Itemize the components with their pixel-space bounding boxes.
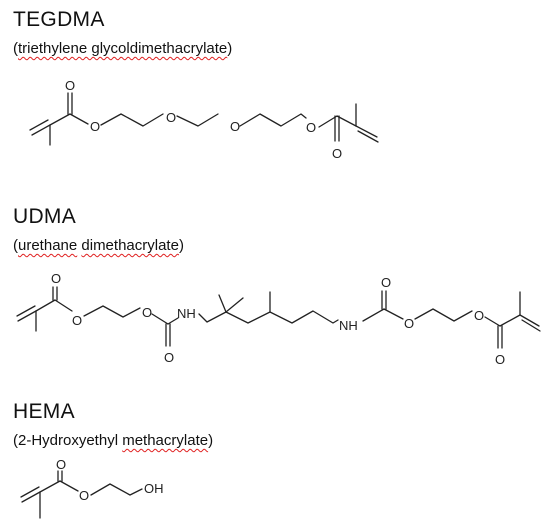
bond xyxy=(59,480,79,492)
bond xyxy=(39,480,61,493)
bond xyxy=(499,314,521,327)
bond xyxy=(362,308,385,322)
atom-amine: NH xyxy=(177,306,196,321)
atom-oxygen: O xyxy=(51,271,61,286)
chain xyxy=(83,305,141,318)
chain xyxy=(100,113,164,127)
bond xyxy=(17,310,37,322)
bond xyxy=(35,299,56,312)
bond xyxy=(21,491,41,503)
atom-oxygen: O xyxy=(164,350,174,365)
bond xyxy=(218,294,227,313)
bond xyxy=(336,115,357,127)
atom-oxygen: O xyxy=(381,275,391,290)
hema-subtitle: (2-Hydroxyethyl methacrylate) xyxy=(13,432,214,449)
bond xyxy=(29,119,49,131)
tegdma-subtitle: (triethylene glycoldimethacrylate) xyxy=(13,40,233,57)
bond xyxy=(355,125,378,138)
tegdma-structure: O O O O O O xyxy=(29,78,379,161)
bond xyxy=(151,313,169,325)
atom-hydroxyl: OH xyxy=(144,481,164,496)
chain xyxy=(198,310,339,324)
chain xyxy=(414,308,473,322)
bond xyxy=(521,319,541,332)
atom-oxygen: O xyxy=(142,305,152,320)
bond xyxy=(31,124,51,136)
udma-structure: O O O O NH NH O O O O xyxy=(16,271,541,367)
bond xyxy=(357,130,379,143)
chain xyxy=(90,483,143,496)
bond xyxy=(383,308,404,320)
bond xyxy=(49,113,71,126)
atom-oxygen: O xyxy=(90,119,100,134)
atom-oxygen: O xyxy=(230,119,240,134)
spellcheck-underline: dimethacrylate xyxy=(81,237,179,254)
bond xyxy=(16,305,36,317)
chain xyxy=(239,113,307,127)
udma-title: UDMA xyxy=(13,205,77,228)
atom-oxygen: O xyxy=(65,78,75,93)
bond xyxy=(20,486,40,498)
bond xyxy=(225,297,244,313)
udma-subtitle: (urethane dimethacrylate) xyxy=(13,237,184,254)
bond xyxy=(519,314,540,327)
atom-oxygen: O xyxy=(495,352,505,367)
bond xyxy=(167,317,179,325)
tegdma-title: TEGDMA xyxy=(13,8,105,31)
atom-oxygen: O xyxy=(404,316,414,331)
atom-oxygen: O xyxy=(332,146,342,161)
bond xyxy=(69,113,89,125)
atom-oxygen: O xyxy=(306,120,316,135)
hema-title: HEMA xyxy=(13,400,75,423)
spellcheck-underline: urethane xyxy=(18,237,78,254)
bond xyxy=(54,299,73,312)
atom-oxygen: O xyxy=(56,458,66,472)
chain xyxy=(176,113,219,127)
atom-oxygen: O xyxy=(166,110,176,125)
bond xyxy=(318,115,338,128)
spellcheck-underline: methacrylate xyxy=(122,432,209,449)
hema-structure: O O OH xyxy=(20,458,164,519)
atom-oxygen: O xyxy=(72,313,82,328)
atom-oxygen: O xyxy=(79,488,89,503)
atom-oxygen: O xyxy=(474,308,484,323)
bond xyxy=(484,316,501,327)
spellcheck-underline: triethylene glycoldimethacrylate xyxy=(18,40,228,57)
atom-amine: NH xyxy=(339,318,358,333)
